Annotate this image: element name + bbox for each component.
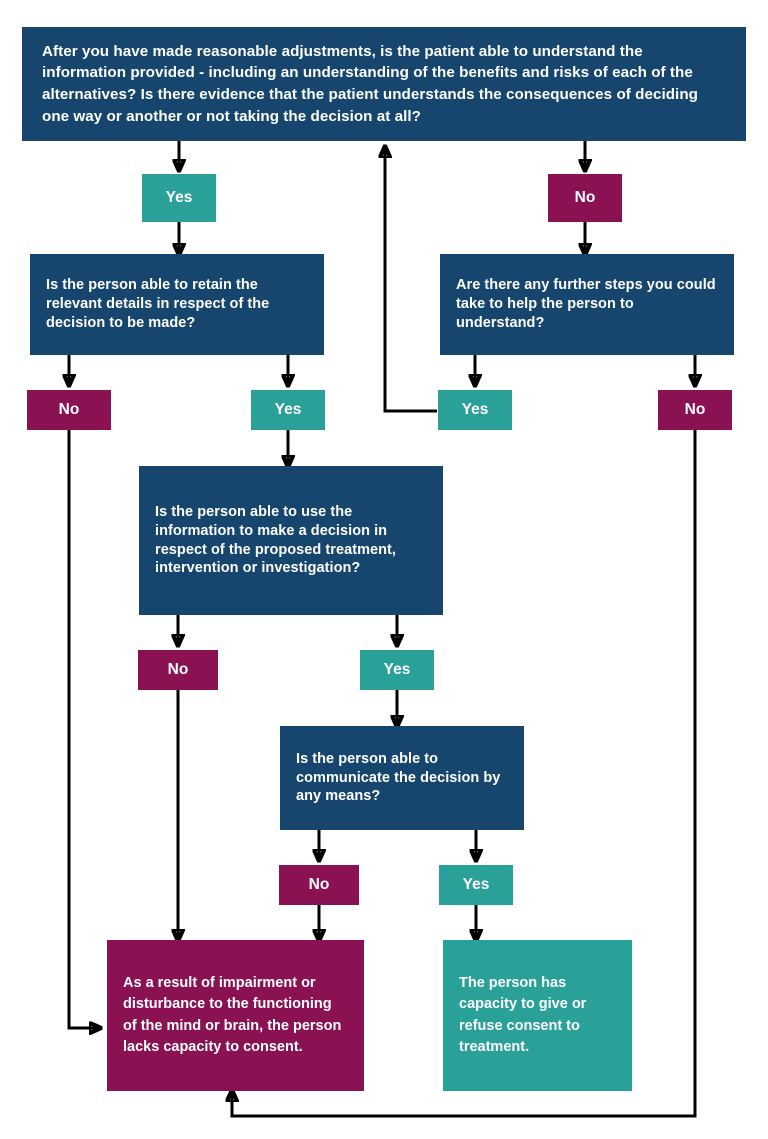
outcome-has-capacity: The person has capacity to give or refus…: [443, 940, 632, 1091]
question-retain-details: Is the person able to retain the relevan…: [30, 254, 324, 355]
edge-retainno-to-lacks: [67, 430, 100, 1028]
chip-understand-no: No: [548, 174, 622, 222]
edge-further-yes-loopback: [385, 147, 437, 413]
chip-useinfo-yes: Yes: [360, 650, 434, 690]
chip-communicate-no: No: [279, 865, 359, 905]
question-use-information: Is the person able to use the informatio…: [139, 466, 443, 615]
chip-further-yes: Yes: [438, 390, 512, 430]
outcome-lacks-capacity: As a result of impairment or disturbance…: [107, 940, 364, 1091]
chip-retain-yes: Yes: [251, 390, 325, 430]
chip-useinfo-no: No: [138, 650, 218, 690]
chip-communicate-yes: Yes: [439, 865, 513, 905]
chip-retain-no: No: [27, 390, 111, 430]
question-communicate-decision: Is the person able to communicate the de…: [280, 726, 524, 830]
chip-understand-yes: Yes: [142, 174, 216, 222]
chip-further-no: No: [658, 390, 732, 430]
question-further-steps: Are there any further steps you could ta…: [440, 254, 734, 355]
question-understand-information: After you have made reasonable adjustmen…: [22, 27, 746, 141]
